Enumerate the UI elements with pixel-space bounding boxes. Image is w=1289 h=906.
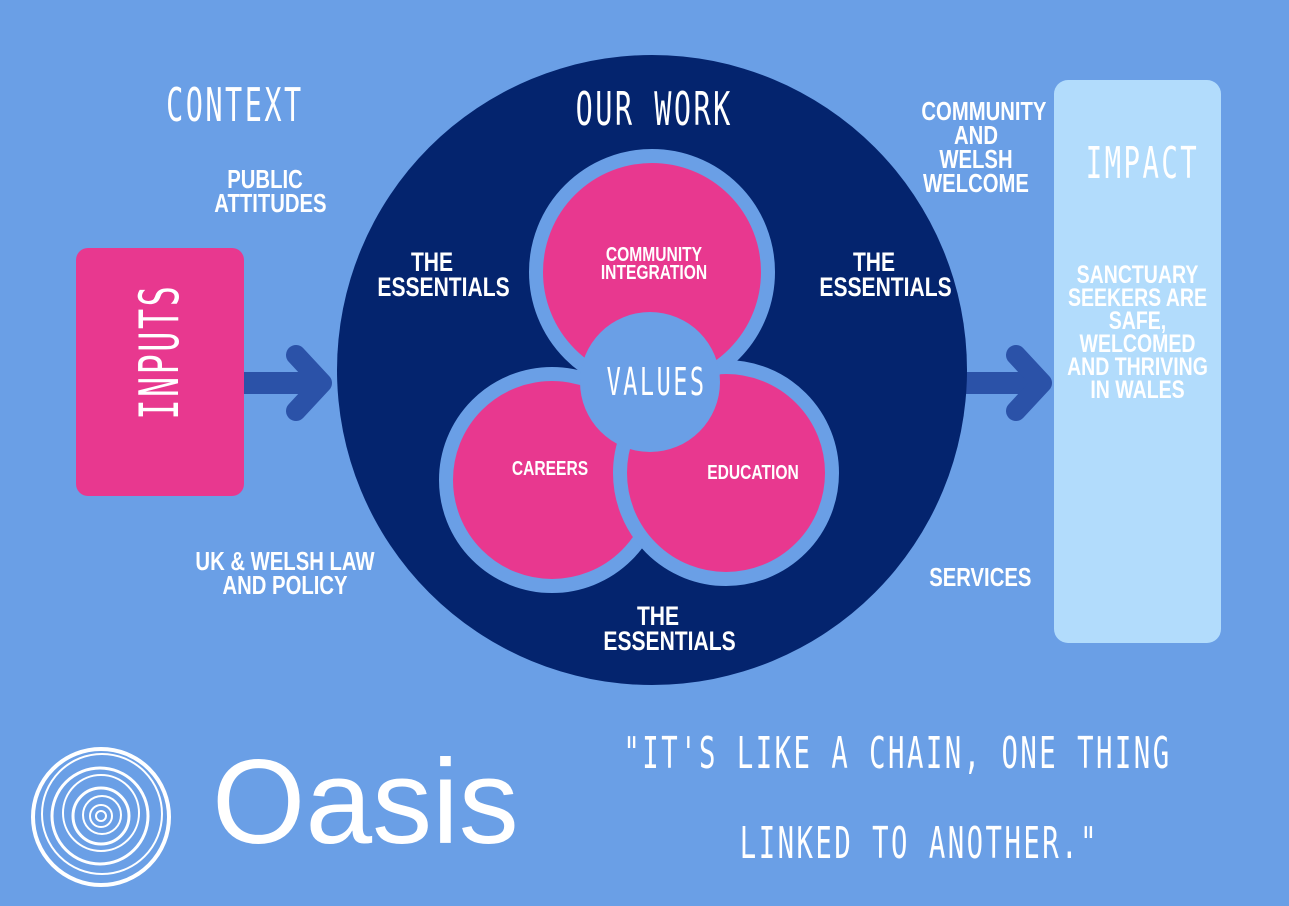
education-label: EDUCATION xyxy=(707,462,799,484)
impact-title: IMPACT xyxy=(1085,138,1200,189)
impact-panel xyxy=(1054,80,1221,643)
community-welcome-label: COMMUNITY AND WELSH WELCOME xyxy=(921,96,1047,198)
essentials-left-label: THE ESSENTIALS xyxy=(377,247,510,302)
impact-statement: SANCTUARY SEEKERS ARE SAFE, WELCOMED AND… xyxy=(1067,261,1208,404)
oasis-ring-icon xyxy=(31,747,171,887)
quote-line-1: "IT'S LIKE A CHAIN, ONE THING xyxy=(623,728,1172,779)
our-work-title: OUR WORK xyxy=(575,82,733,136)
impact-arrow xyxy=(966,345,1052,421)
values-label: VALUES xyxy=(606,360,707,404)
inputs-label: INPUTS xyxy=(128,283,191,420)
values-circle xyxy=(580,312,720,452)
public-attitudes-label: PUBLIC ATTITUDES xyxy=(214,164,327,218)
law-and-policy-label: UK & WELSH LAW AND POLICY xyxy=(195,546,375,600)
careers-label: CAREERS xyxy=(511,458,589,480)
quote-line-2: LINKED TO ANOTHER." xyxy=(739,818,1099,869)
community-integration-label: COMMUNITY INTEGRATION xyxy=(600,244,708,285)
services-label: SERVICES xyxy=(929,562,1032,592)
oasis-logo-text: Oasis xyxy=(212,735,519,869)
inputs-arrow xyxy=(244,345,332,421)
essentials-bottom-label: THE ESSENTIALS xyxy=(603,601,736,656)
context-title: CONTEXT xyxy=(166,78,304,132)
essentials-right-label: THE ESSENTIALS xyxy=(819,247,952,302)
inputs-box xyxy=(76,248,244,496)
